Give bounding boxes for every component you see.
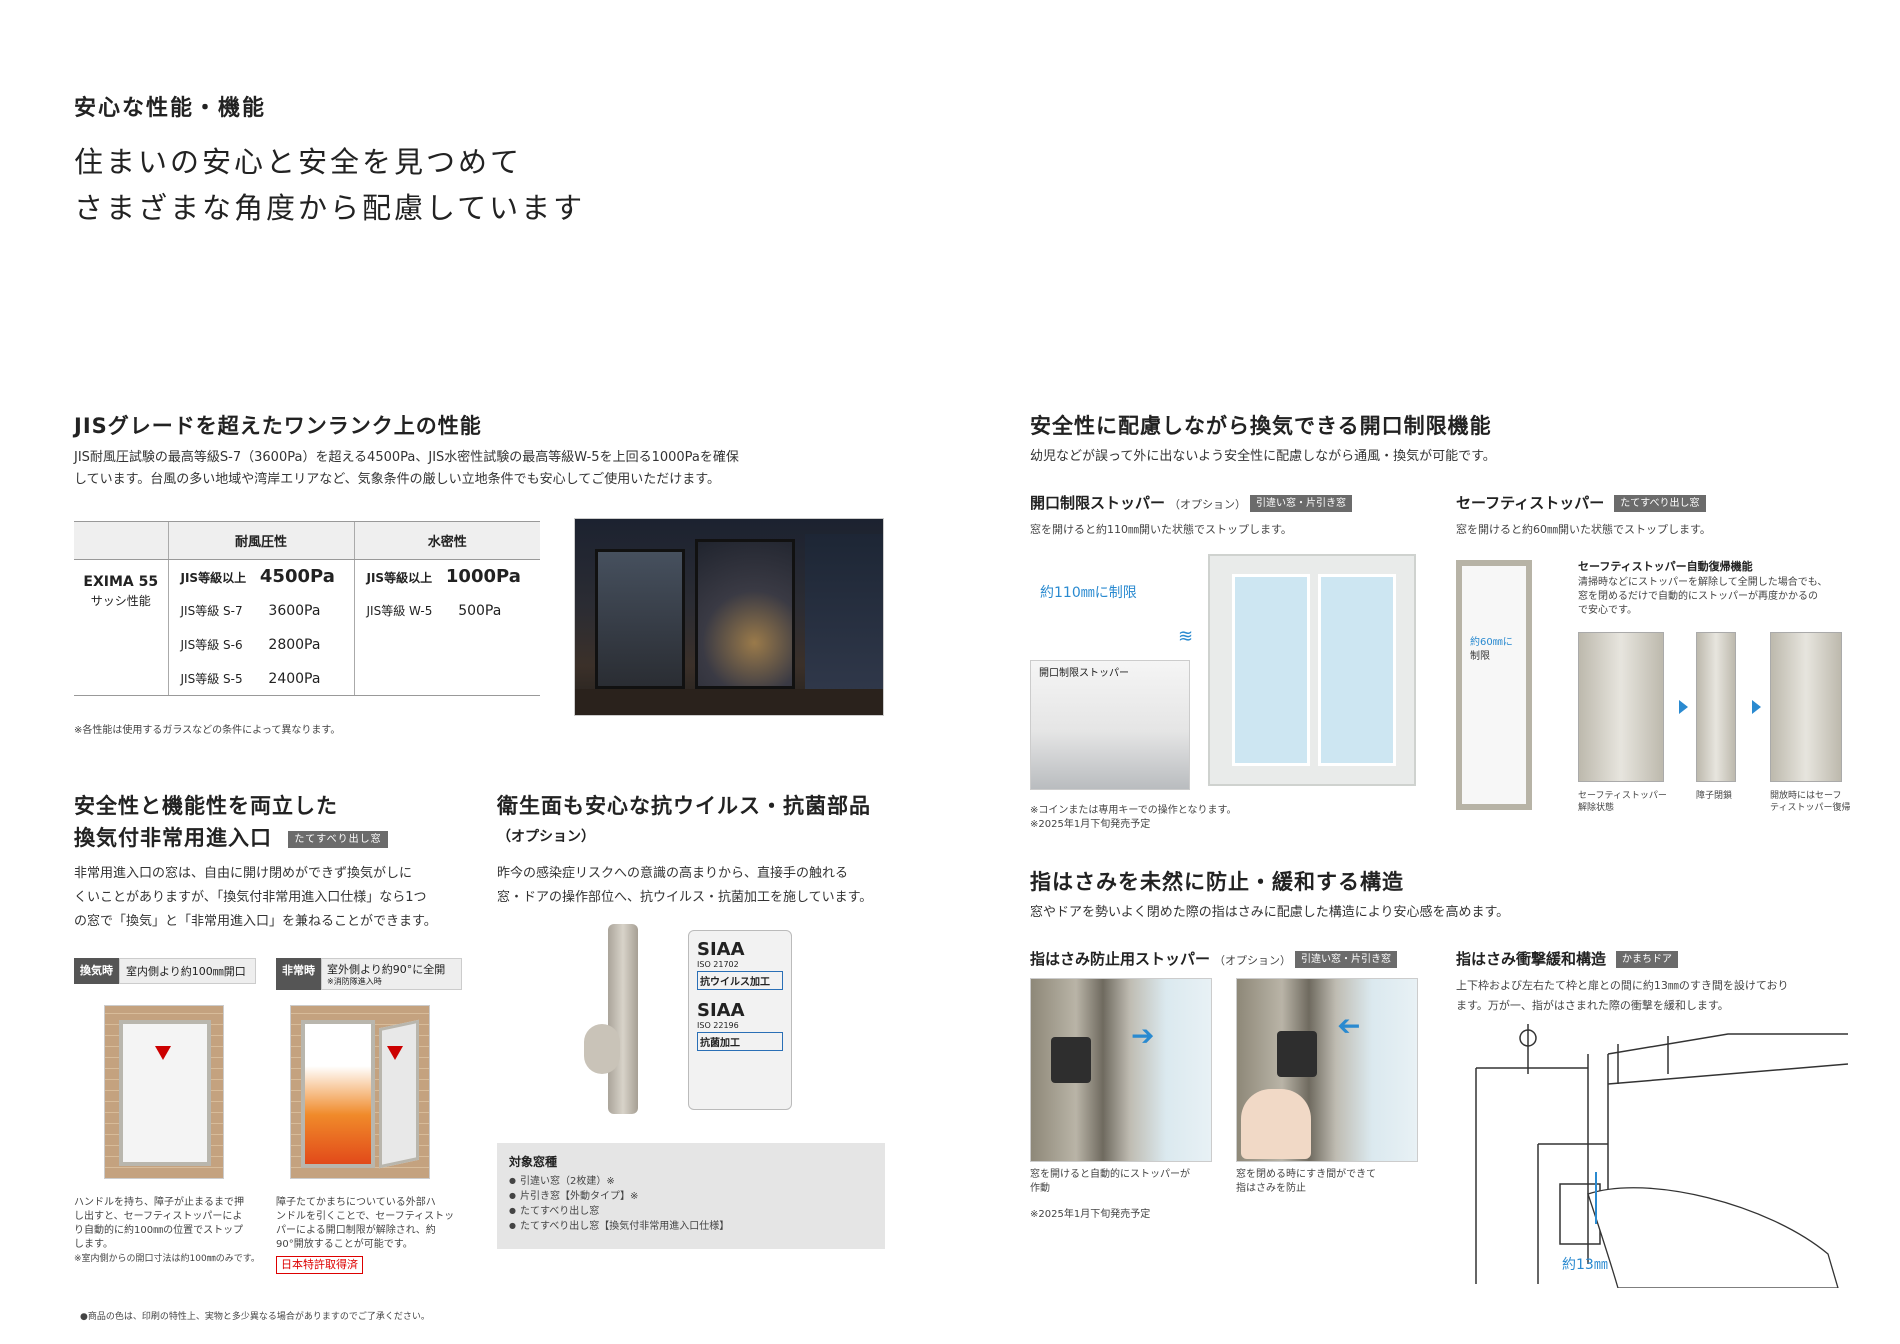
headline-line-2: さまざまな角度から配慮しています [74,191,586,225]
safety-heading: セーフティストッパーたてすべり出し窓 [1456,492,1706,513]
target-item: 片引き窓【外動タイプ】※ [509,1189,873,1204]
finger-note: ※2025年1月下旬発売予定 [1030,1209,1151,1220]
step-3-image [1770,632,1842,782]
vent-title-2: 換気付非常用進入口 たてすべり出し窓 [74,822,388,852]
finger-stopper-close-image: ➔ [1236,978,1418,1162]
wind-row-0: JIS等級以上 4500Pa [167,559,354,594]
finger-caption-b: 窓を閉める時にすき間ができて指はさみを防止 [1236,1169,1377,1194]
casement-window-image [1456,560,1532,810]
siaa-logo-1: SIAA [697,939,745,960]
finger-stopper-open-image: ➔ [1030,978,1212,1162]
handle-image [578,924,668,1124]
col-water-header: 水密性 [353,521,540,560]
target-item: たてすべり出し窓【換気付非常用進入口仕様】 [509,1219,873,1234]
col-wind-header: 耐風圧性 [167,521,354,560]
section-kicker: 安心な性能・機能 [74,96,267,121]
limit-60-label: 約60㎜に 制限 [1470,637,1513,662]
finger-title: 指はさみを未然に防止・緩和する構造 [1030,870,1404,894]
impact-heading: 指はさみ衝撃緩和構造かまちドア [1456,948,1679,969]
impact-desc: 上下枠および左右たて枠と扉との間に約13㎜のすき間を設けております。万が一、指が… [1456,979,1789,1012]
footer-note: ●商品の色は、印刷の特性上、実物と多少異なる場合がありますのでご了承ください。 [80,1312,430,1322]
step-2-caption: 障子閉鎖 [1696,791,1733,801]
night-interior-photo [574,518,884,716]
vent-caption-b: 障子たてかまちについている外部ハ ンドルを引くことで、セーフティストッ パーによ… [276,1196,466,1274]
finger-caption-a: 窓を開けると自動的にストッパーが作動 [1030,1169,1190,1194]
safety-desc: 窓を開けると約60㎜開いた状態でストップします。 [1456,523,1711,536]
patent-badge: 日本特許取得済 [276,1256,363,1274]
target-item: 引違い窓（2枚建）※ [509,1174,873,1189]
headline-line-1: 住まいの安心と安全を見つめて [74,145,523,179]
airflow-icon: ≋ [1178,626,1194,647]
wind-row-1: JIS等級 S-7 3600Pa [167,593,354,628]
water-row-1: JIS等級 W-5 500Pa [353,593,540,628]
gap-13-label: 約13㎜ [1562,1257,1608,1273]
step-1-caption: セーフティストッパー解除状態 [1578,791,1667,813]
step-1-image [1578,632,1664,782]
auto-return-title: セーフティストッパー自動復帰機能 [1578,560,1753,573]
vent-tag: たてすべり出し窓 [288,830,388,848]
vent-caption-a: ハンドルを持ち、障子が止まるまで押 し出すと、セーフティストッパーによ り自動的… [74,1197,260,1264]
limit-110-label: 約110㎜に制限 [1040,585,1137,601]
stopper-heading: 開口制限ストッパー（オプション）引違い窓・片引き窓 [1030,492,1353,513]
wind-row-3: JIS等級 S-5 2400Pa [167,661,354,696]
step-2-image [1696,632,1736,782]
arrow-right-icon [1752,700,1761,714]
antiviral-option: （オプション） [497,829,595,845]
water-row-0: JIS等級以上 1000Pa [353,559,540,594]
performance-table: 耐風圧性 水密性 EXIMA 55 サッシ性能 JIS等級以上 4500Pa J… [74,521,540,696]
vent-title-1: 安全性と機能性を両立した [74,794,338,818]
jis-note: ※各性能は使用するガラスなどの条件によって異なります。 [74,725,341,736]
emergency-window-image [290,1005,430,1179]
wind-row-2: JIS等級 S-6 2800Pa [167,627,354,662]
jis-desc: JIS耐風圧試験の最高等級S-7（3600Pa）を超える4500Pa、JIS水密… [74,450,739,487]
target-window-box: 対象窓種 引違い窓（2枚建）※ 片引き窓【外動タイプ】※ たてすべり出し窓 たて… [497,1143,885,1249]
target-item: たてすべり出し窓 [509,1204,873,1219]
arrow-right-icon [1679,700,1688,714]
siaa-marks: SIAA ISO 21702 抗ウイルス加工 SIAA ISO 22196 抗菌… [688,930,792,1110]
open-limit-desc: 幼児などが誤って外に出ないよう安全性に配慮しながら通風・換気が可能です。 [1030,449,1496,464]
row-label: EXIMA 55 サッシ性能 [74,559,168,696]
auto-return-desc: 清掃時などにストッパーを解除して全開した場合でも、 窓を閉めるだけで自動的にスト… [1578,577,1828,616]
stopper-inset-image: 開口制限ストッパー [1030,660,1190,790]
label-ventilation: 換気時 室内側より約100㎜開口 [74,958,256,984]
arrow-left-icon: ➔ [1337,1009,1361,1042]
door-section-diagram [1475,1024,1848,1288]
open-limit-notes: ※コインまたは専用キーでの操作となります。 ※2025年1月下旬発売予定 [1030,805,1237,830]
jis-title: JISグレードを超えたワンランク上の性能 [74,414,482,438]
label-emergency: 非常時 室外側より約90°に全開 ※消防隊進入時 [276,958,462,990]
arrow-right-icon: ➔ [1131,1019,1155,1052]
finger-desc: 窓やドアを勢いよく閉めた際の指はさみに配慮した構造により安心感を高めます。 [1030,905,1510,920]
vent-window-image [104,1005,224,1179]
siaa-logo-2: SIAA [697,1000,745,1021]
step-3-caption: 開放時にはセーフティストッパー復帰 [1770,791,1851,813]
finger-stopper-heading: 指はさみ防止用ストッパー（オプション）引違い窓・片引き窓 [1030,948,1398,969]
antiviral-title: 衛生面も安心な抗ウイルス・抗菌部品 [497,794,871,818]
stopper-desc: 窓を開けると約110㎜開いた状態でストップします。 [1030,523,1292,536]
vent-desc: 非常用進入口の窓は、自由に開け閉めができず換気がしに くいことがありますが、「換… [74,866,437,929]
open-limit-title: 安全性に配慮しながら換気できる開口制限機能 [1030,414,1492,438]
sliding-window-image [1208,554,1416,786]
antiviral-desc: 昨今の感染症リスクへの意識の高まりから、直接手の触れる 窓・ドアの操作部位へ、抗… [497,866,873,905]
